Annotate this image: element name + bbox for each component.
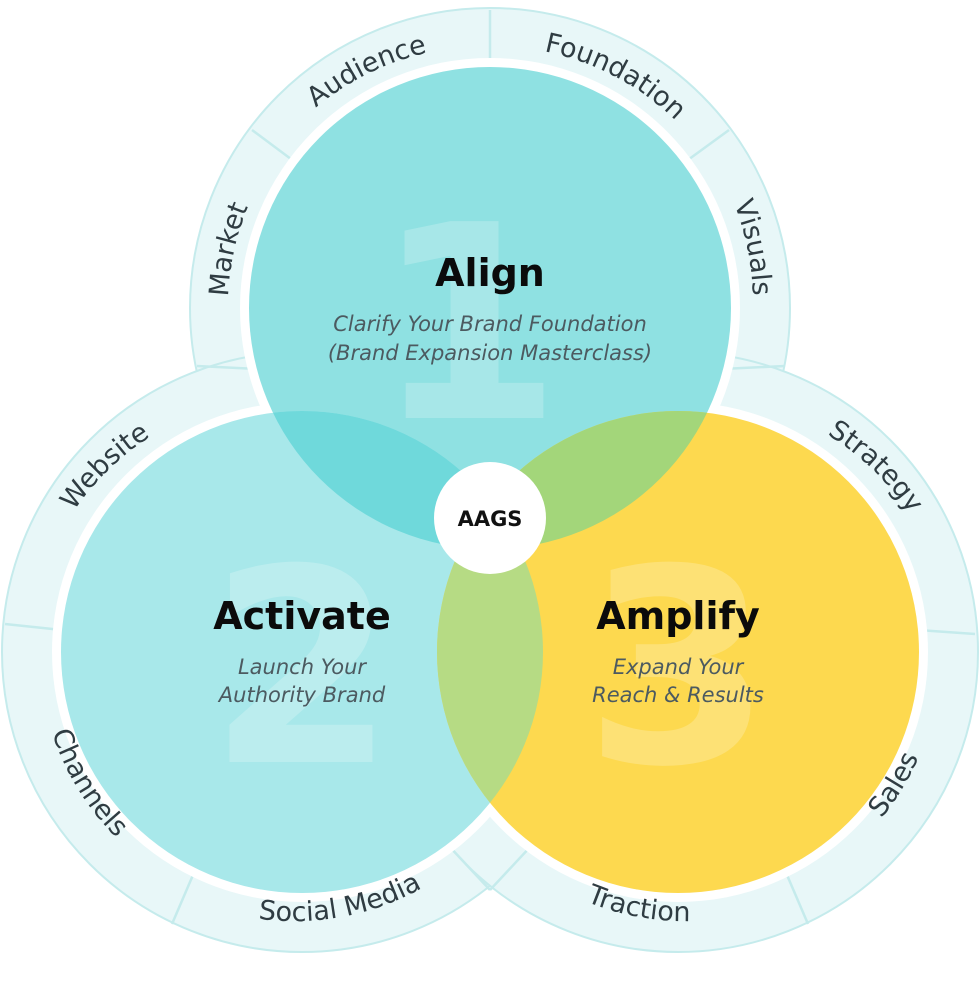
- overlap-align-amplify: [437, 411, 731, 549]
- amplify-number: 3: [584, 511, 772, 826]
- center-label: AAGS: [458, 507, 523, 531]
- align-title: Align: [435, 251, 545, 295]
- amplify-subtitle-line1: Expand Your: [613, 655, 745, 679]
- amplify-subtitle-line2: Reach & Results: [592, 683, 764, 707]
- divider-sales-traction: [782, 867, 810, 925]
- activate-title: Activate: [213, 594, 390, 638]
- align-subtitle-line2: (Brand Expansion Masterclass): [328, 341, 652, 365]
- divider-channels-socialmedia: [170, 867, 198, 925]
- divider-strategy-sales: [917, 628, 976, 636]
- amplify-title: Amplify: [596, 594, 760, 638]
- align-subtitle-line1: Clarify Your Brand Foundation: [333, 312, 647, 336]
- align-number: 1: [374, 167, 562, 482]
- divider-traction-start: [489, 844, 533, 891]
- overlap-align-activate: [249, 411, 543, 549]
- divider-website-channels: [4, 622, 63, 632]
- activate-subtitle-line1: Launch Your: [238, 655, 367, 679]
- activate-number: 2: [208, 511, 396, 826]
- activate-subtitle-line2: Authority Brand: [217, 683, 386, 707]
- divider-socialmedia-end: [447, 844, 491, 891]
- overlap-regions: [249, 411, 731, 893]
- center-badge: [434, 462, 546, 574]
